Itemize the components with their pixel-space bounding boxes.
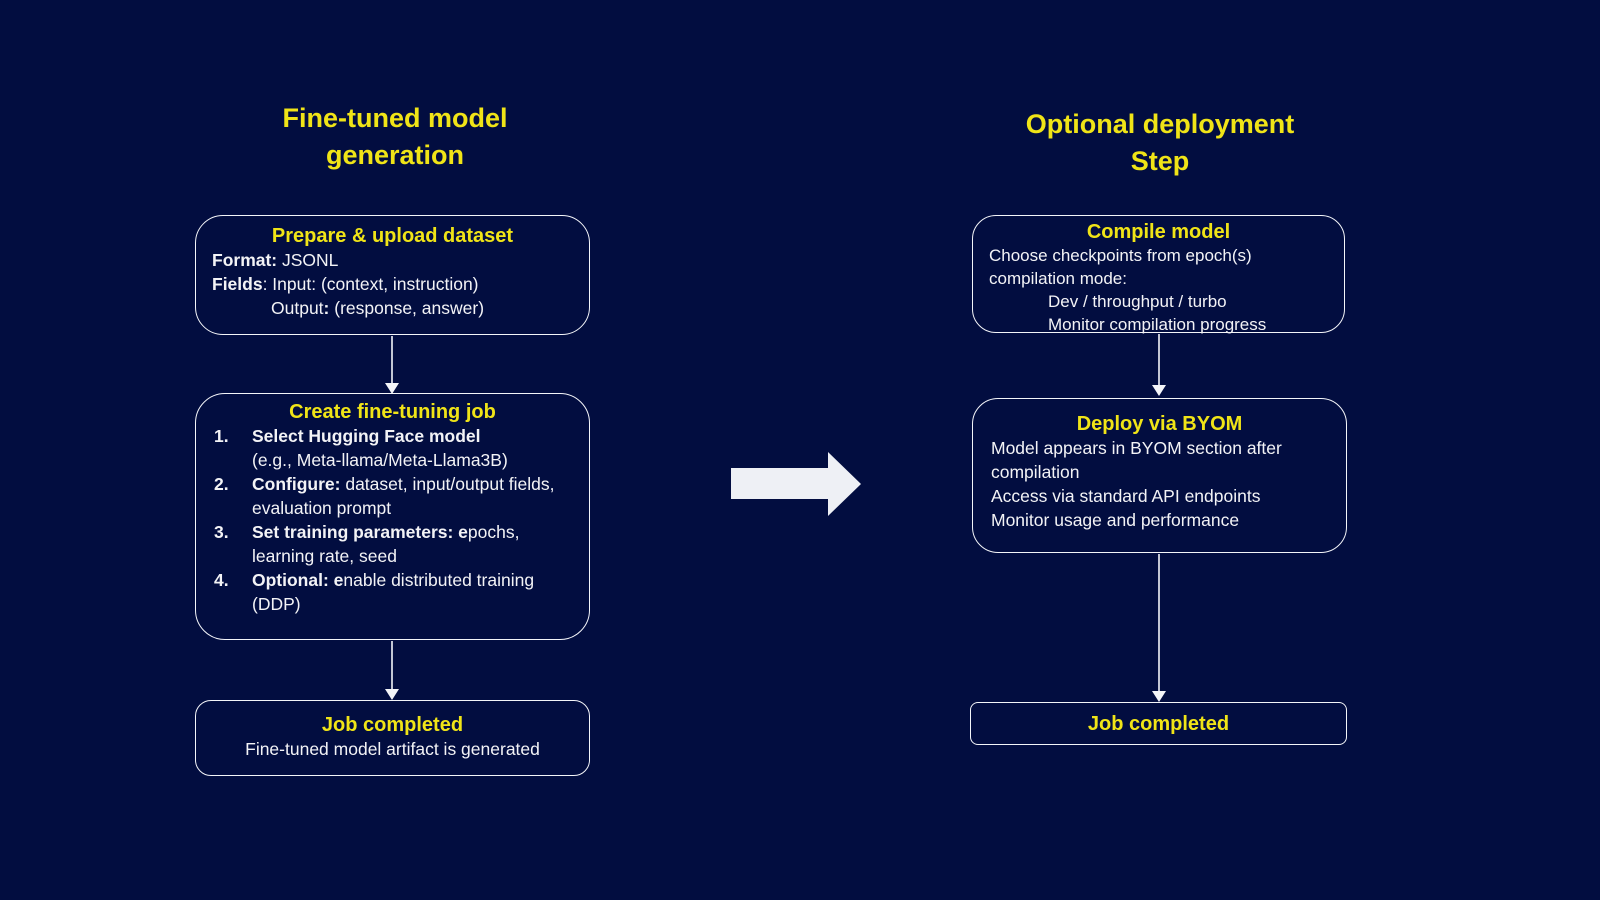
list-item-3-bold: Set training parameters: e xyxy=(252,522,468,542)
compile-line-4: Monitor compilation progress xyxy=(1048,315,1267,334)
deploy-line-2: Access via standard API endpoints xyxy=(991,486,1261,506)
create-finetuning-job-box: Create fine-tuning job 1. Select Hugging… xyxy=(195,393,590,640)
left-column-title: Fine-tuned model generation xyxy=(190,100,600,174)
job-completed-left-line: Fine-tuned model artifact is generated xyxy=(245,739,540,759)
fields-label: Fields xyxy=(212,274,263,294)
list-item-2-bold: Configure: xyxy=(252,474,341,494)
list-item-1-bold: Select Hugging Face model xyxy=(252,426,481,446)
compile-model-box: Compile model Choose checkpoints from ep… xyxy=(972,215,1345,334)
list-item-3-text: Set training parameters: epochs, learnin… xyxy=(252,520,571,568)
list-item-3: 3. Set training parameters: epochs, lear… xyxy=(214,520,571,568)
output-colon: : xyxy=(323,298,330,318)
prepare-upload-dataset-box: Prepare & upload dataset Format: JSONL F… xyxy=(195,215,590,335)
list-item-3-number: 3. xyxy=(214,522,229,542)
fields-line: Fields: Input: (context, instruction) xyxy=(212,272,573,296)
connector-arrow-left-2 xyxy=(385,641,399,700)
connector-arrow-right-1 xyxy=(1152,334,1166,396)
list-item-3-rest: pochs, learning rate, seed xyxy=(252,522,520,566)
list-item-2-number: 2. xyxy=(214,474,229,494)
fields-value: : Input: (context, instruction) xyxy=(262,274,479,294)
job-completed-right-heading: Job completed xyxy=(1087,712,1230,735)
right-column-title-line1: Optional deployment xyxy=(1025,109,1295,139)
create-finetuning-job-heading: Create fine-tuning job xyxy=(289,401,496,423)
list-item-2: 2. Configure: dataset, input/output fiel… xyxy=(214,472,571,520)
list-item-4-text: Optional: enable distributed training (D… xyxy=(252,568,571,616)
format-value: JSONL xyxy=(277,250,339,270)
list-item-4: 4. Optional: enable distributed training… xyxy=(214,568,571,616)
flow-right-arrow-icon xyxy=(731,452,861,516)
format-line: Format: JSONL xyxy=(212,248,573,272)
list-item-4-bold: Optional: e xyxy=(252,570,344,590)
connector-arrow-right-2 xyxy=(1152,554,1166,702)
deploy-byom-heading: Deploy via BYOM xyxy=(1076,413,1243,435)
compile-line-2: compilation mode: xyxy=(989,269,1127,288)
connector-arrow-left-1 xyxy=(385,336,399,394)
compile-line-3: Dev / throughput / turbo xyxy=(1048,292,1227,311)
right-column-title: Optional deployment Step xyxy=(955,106,1365,180)
list-item-1-number: 1. xyxy=(214,426,229,446)
left-column-title-line2: generation xyxy=(325,140,465,170)
job-completed-left-heading: Job completed xyxy=(321,714,464,736)
compile-model-heading: Compile model xyxy=(1086,221,1231,243)
output-label: Output xyxy=(271,298,324,318)
deploy-byom-box: Deploy via BYOM Model appears in BYOM se… xyxy=(972,398,1347,553)
format-label: Format: xyxy=(212,250,278,270)
right-column-title-line2: Step xyxy=(1130,146,1190,176)
job-completed-right-box: Job completed xyxy=(970,702,1347,745)
list-item-2-text: Configure: dataset, input/output fields,… xyxy=(252,472,571,520)
output-value: (response, answer) xyxy=(329,298,485,318)
deploy-line-1: Model appears in BYOM section after comp… xyxy=(991,438,1282,482)
list-item-1-rest: (e.g., Meta-llama/Meta-Llama3B) xyxy=(252,450,508,470)
left-column-title-line1: Fine-tuned model xyxy=(282,103,508,133)
list-item-2-rest: dataset, input/output fields, evaluation… xyxy=(252,474,555,518)
list-item-1-text: Select Hugging Face model (e.g., Meta-lla… xyxy=(252,424,571,472)
job-completed-left-box: Job completed Fine-tuned model artifact … xyxy=(195,700,590,776)
compile-line-1: Choose checkpoints from epoch(s) xyxy=(989,246,1252,265)
list-item-4-rest: nable distributed training (DDP) xyxy=(252,570,535,614)
list-item-4-number: 4. xyxy=(214,570,229,590)
prepare-upload-dataset-heading: Prepare & upload dataset xyxy=(271,225,514,247)
output-line: Output: (response, answer) xyxy=(271,296,573,320)
list-item-1: 1. Select Hugging Face model (e.g., Meta-… xyxy=(214,424,571,472)
deploy-line-3: Monitor usage and performance xyxy=(991,510,1240,530)
